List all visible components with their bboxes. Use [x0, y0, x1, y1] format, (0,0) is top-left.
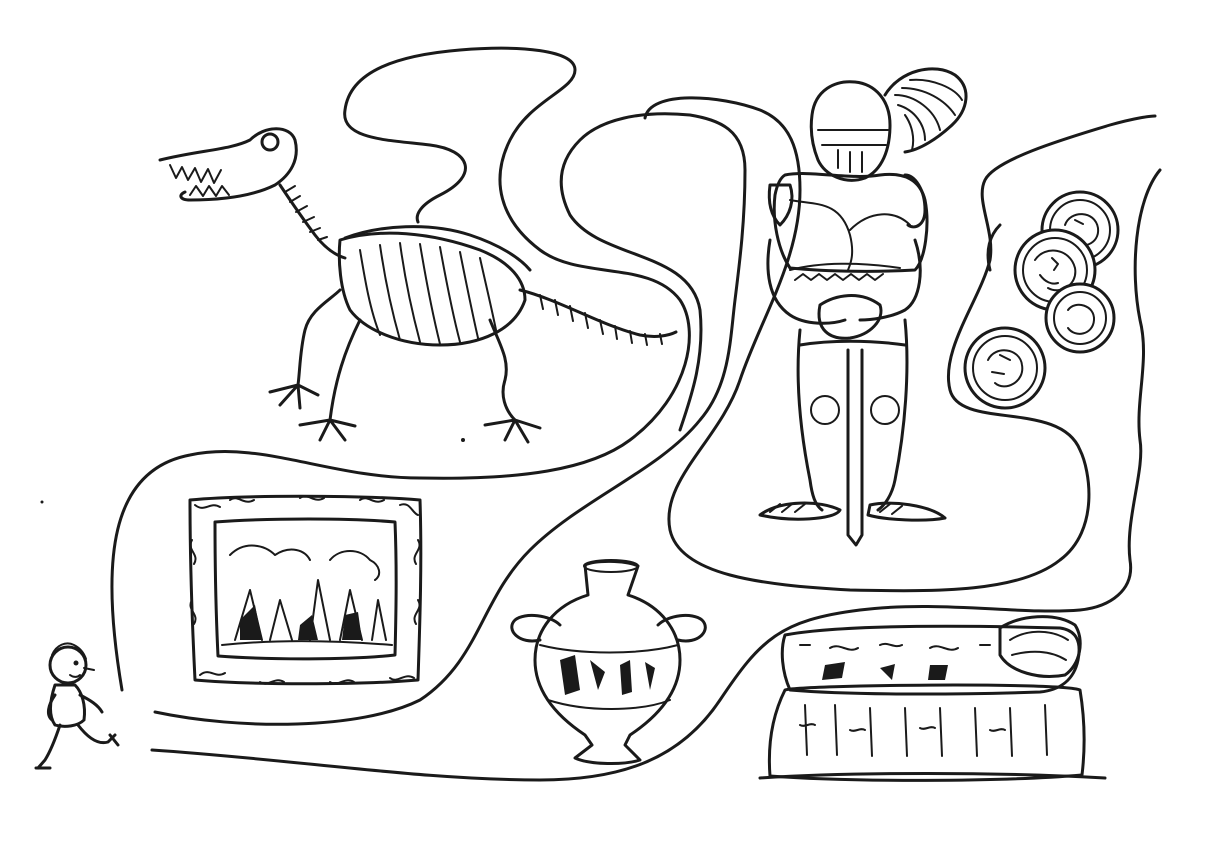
maze-wall-upper [110, 46, 691, 692]
sarcophagus-mummy-icon [758, 615, 1107, 782]
maze-wall-middle [153, 112, 747, 726]
greek-vase-icon [510, 559, 707, 766]
coin-bottom [963, 326, 1047, 410]
dinosaur-skeleton-icon [158, 127, 678, 444]
maze-paths [110, 46, 1162, 782]
coin-right [1044, 282, 1116, 354]
maze-wall-bottom [150, 168, 1162, 782]
maze-wall-hook [986, 223, 1002, 272]
framed-painting-icon [188, 494, 423, 686]
coins-icon [963, 190, 1120, 410]
walking-child-icon [34, 500, 120, 770]
knight-armor-icon [758, 67, 968, 547]
maze-wall-right [643, 96, 1157, 593]
